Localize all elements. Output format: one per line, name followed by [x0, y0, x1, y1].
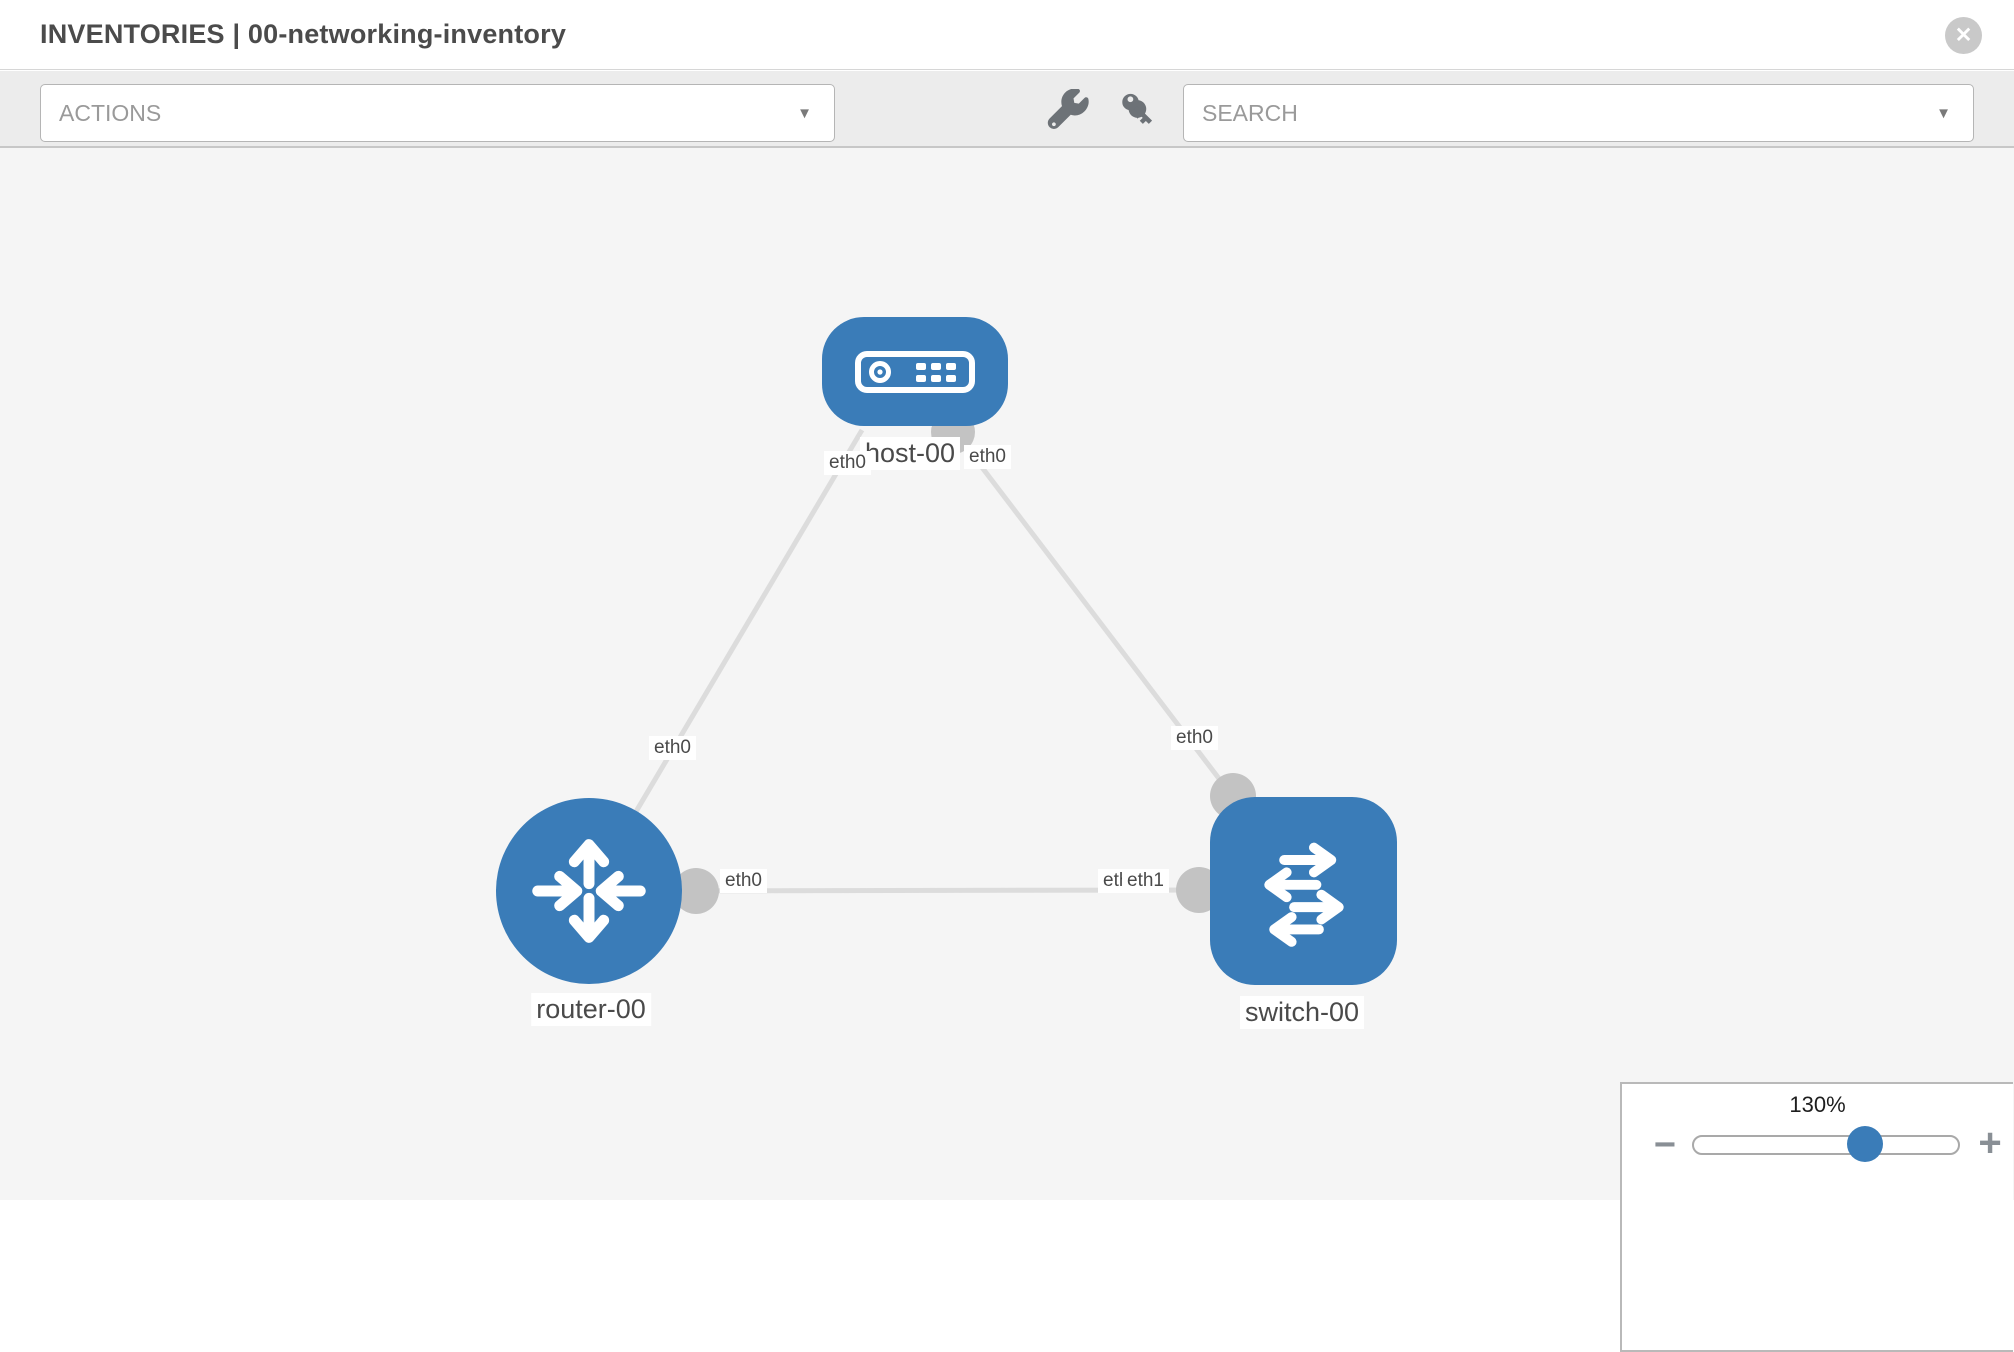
- chevron-down-icon: ▼: [797, 104, 812, 122]
- iface-label: eth0: [964, 445, 1011, 469]
- search-placeholder: SEARCH: [1202, 99, 1298, 126]
- key-icon[interactable]: [1112, 89, 1158, 135]
- topology-edges: [586, 410, 1256, 914]
- zoom-panel: 130% − +: [1620, 1082, 2013, 1352]
- page-title: INVENTORIES | 00-networking-inventory: [40, 19, 567, 49]
- switch-arrows-icon: [1263, 842, 1344, 947]
- node-label-switch: switch-00: [1239, 996, 1365, 1029]
- iface-label: eth0: [649, 736, 696, 760]
- actions-dropdown[interactable]: ACTIONS ▼: [40, 84, 835, 142]
- wrench-icon[interactable]: [1045, 89, 1091, 135]
- toolbar: ACTIONS ▼ SEARCH ▼: [0, 71, 2014, 148]
- chevron-down-icon: ▼: [1936, 104, 1951, 122]
- header: INVENTORIES | 00-networking-inventory ✕: [0, 0, 2014, 70]
- zoom-slider[interactable]: [1692, 1135, 1960, 1155]
- iface-label: eth0: [720, 869, 767, 893]
- node-label-host: host-00: [859, 437, 961, 470]
- node-router-00[interactable]: [496, 798, 682, 984]
- zoom-slider-thumb[interactable]: [1847, 1126, 1883, 1162]
- iface-label: eth0: [1171, 726, 1218, 750]
- host-server-icon: [855, 350, 975, 393]
- iface-label: eth0: [824, 451, 871, 475]
- connector-router: [673, 868, 719, 914]
- close-icon[interactable]: ✕: [1945, 17, 1982, 54]
- actions-dropdown-label: ACTIONS: [59, 99, 162, 126]
- plus-icon[interactable]: +: [1978, 1121, 2002, 1165]
- node-host-00[interactable]: [822, 317, 1008, 426]
- node-label-router: router-00: [531, 993, 651, 1026]
- iface-label: eth1: [1122, 869, 1169, 893]
- search-dropdown[interactable]: SEARCH ▼: [1183, 84, 1974, 142]
- zoom-level-value: 130%: [1789, 1092, 1846, 1117]
- router-arrows-icon: [532, 839, 646, 943]
- node-switch-00[interactable]: [1210, 797, 1397, 985]
- topology-canvas[interactable]: host-00 router-00 switch-00 eth0 eth0 et…: [0, 148, 2014, 1352]
- minus-icon[interactable]: −: [1653, 1124, 1677, 1166]
